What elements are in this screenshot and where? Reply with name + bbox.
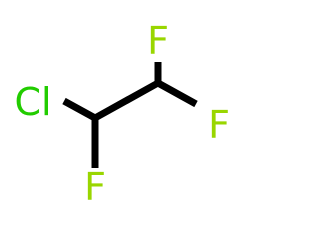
molecule-structure-diagram: Cl F F F <box>14 19 230 209</box>
fluorine-atom-label-bottom: F <box>84 165 106 209</box>
chlorine-atom-label: Cl <box>14 80 51 124</box>
bond-c1-c2 <box>93 79 160 122</box>
fluorine-atom-label-top: F <box>147 19 169 63</box>
bond-c2-f-right <box>156 79 198 108</box>
bond-c1-cl <box>62 97 97 122</box>
fluorine-atom-label-right: F <box>208 103 230 147</box>
